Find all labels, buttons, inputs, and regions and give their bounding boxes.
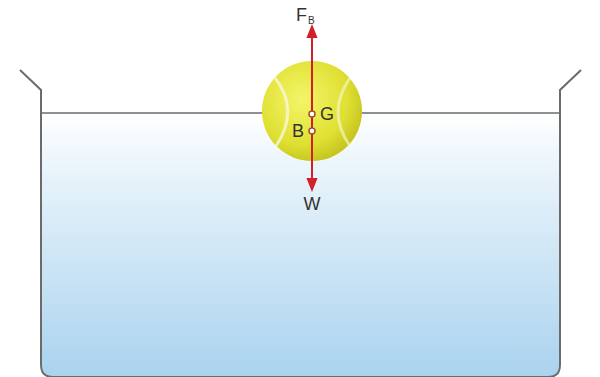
force-label: W bbox=[304, 195, 321, 213]
buoyant-force-arrow bbox=[311, 31, 313, 111]
ball-seam bbox=[275, 78, 288, 146]
center-of-gravity bbox=[309, 111, 315, 117]
point-label: G bbox=[320, 105, 334, 123]
center-of-buoyancy bbox=[309, 128, 315, 134]
weight-arrow bbox=[311, 111, 313, 185]
force-subscript: B bbox=[308, 16, 315, 26]
point-label: B bbox=[292, 122, 304, 140]
ball-seam bbox=[338, 78, 350, 146]
force-label: F bbox=[296, 6, 307, 24]
